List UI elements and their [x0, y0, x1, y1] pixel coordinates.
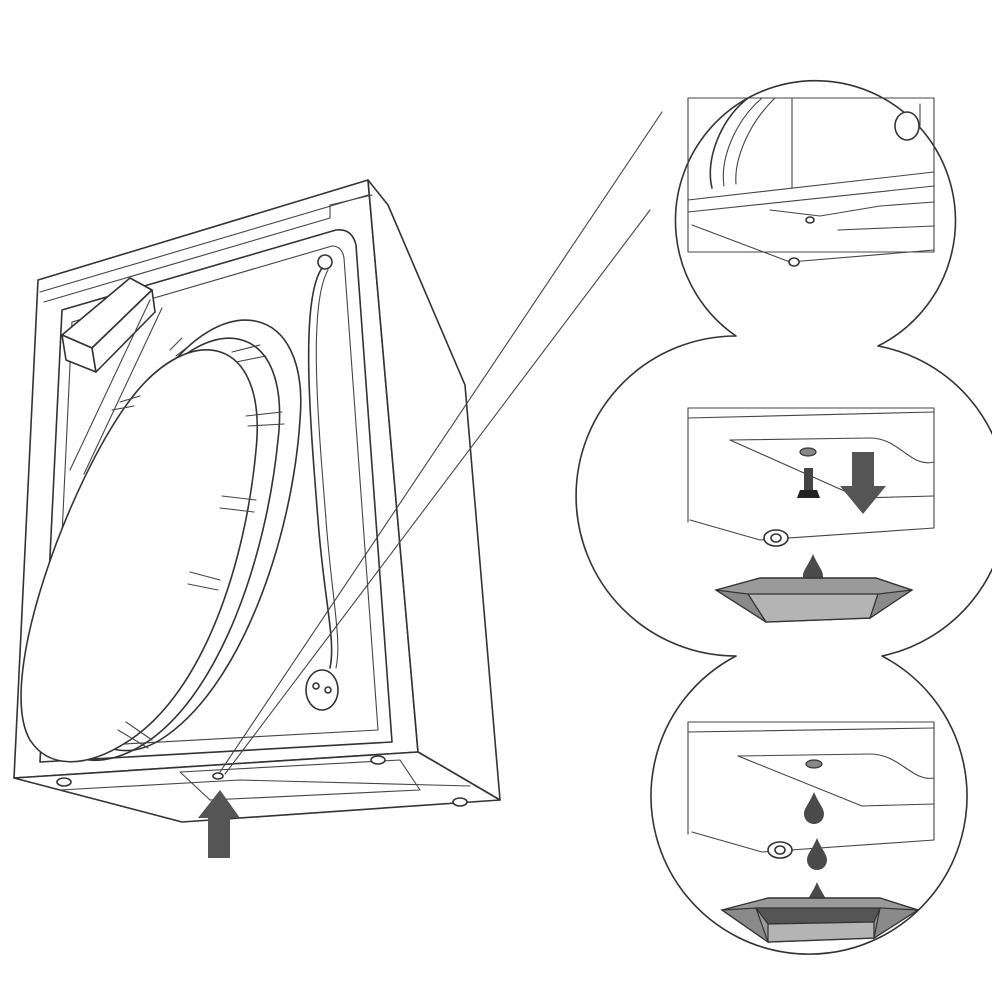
power-cord	[305, 254, 339, 711]
machine-side-face	[367, 179, 501, 801]
detail-2-remove-screw	[687, 407, 935, 623]
down-arrow-icon	[840, 452, 886, 514]
machine-bottom-face	[13, 751, 501, 823]
callout-connector-lines	[219, 111, 663, 775]
callout-bubble-outline	[575, 80, 992, 955]
drum-back-cover	[20, 349, 258, 763]
up-arrow-icon	[198, 790, 240, 858]
foot-left	[56, 777, 72, 787]
drain-tray	[714, 577, 914, 623]
detail-3-water-draining	[687, 721, 935, 944]
drain-tray-filled	[720, 897, 920, 944]
foot-right-back	[370, 755, 386, 765]
washing-machine-rear	[13, 179, 501, 858]
drain-screw-cap	[799, 447, 817, 457]
hose-bracket	[61, 277, 156, 373]
drain-screw-thread	[804, 468, 813, 490]
drain-opening	[805, 759, 823, 769]
drain-plug-location	[212, 772, 224, 780]
foot-right-front	[452, 797, 468, 807]
water-drop-icon	[804, 792, 824, 824]
detail-1-drain-location	[687, 97, 935, 267]
drum-brackets	[111, 337, 285, 749]
machine-inner-panel	[39, 228, 393, 763]
detail-plug-icon	[894, 111, 920, 141]
power-plug	[305, 669, 339, 711]
water-drop-icon	[807, 838, 827, 870]
